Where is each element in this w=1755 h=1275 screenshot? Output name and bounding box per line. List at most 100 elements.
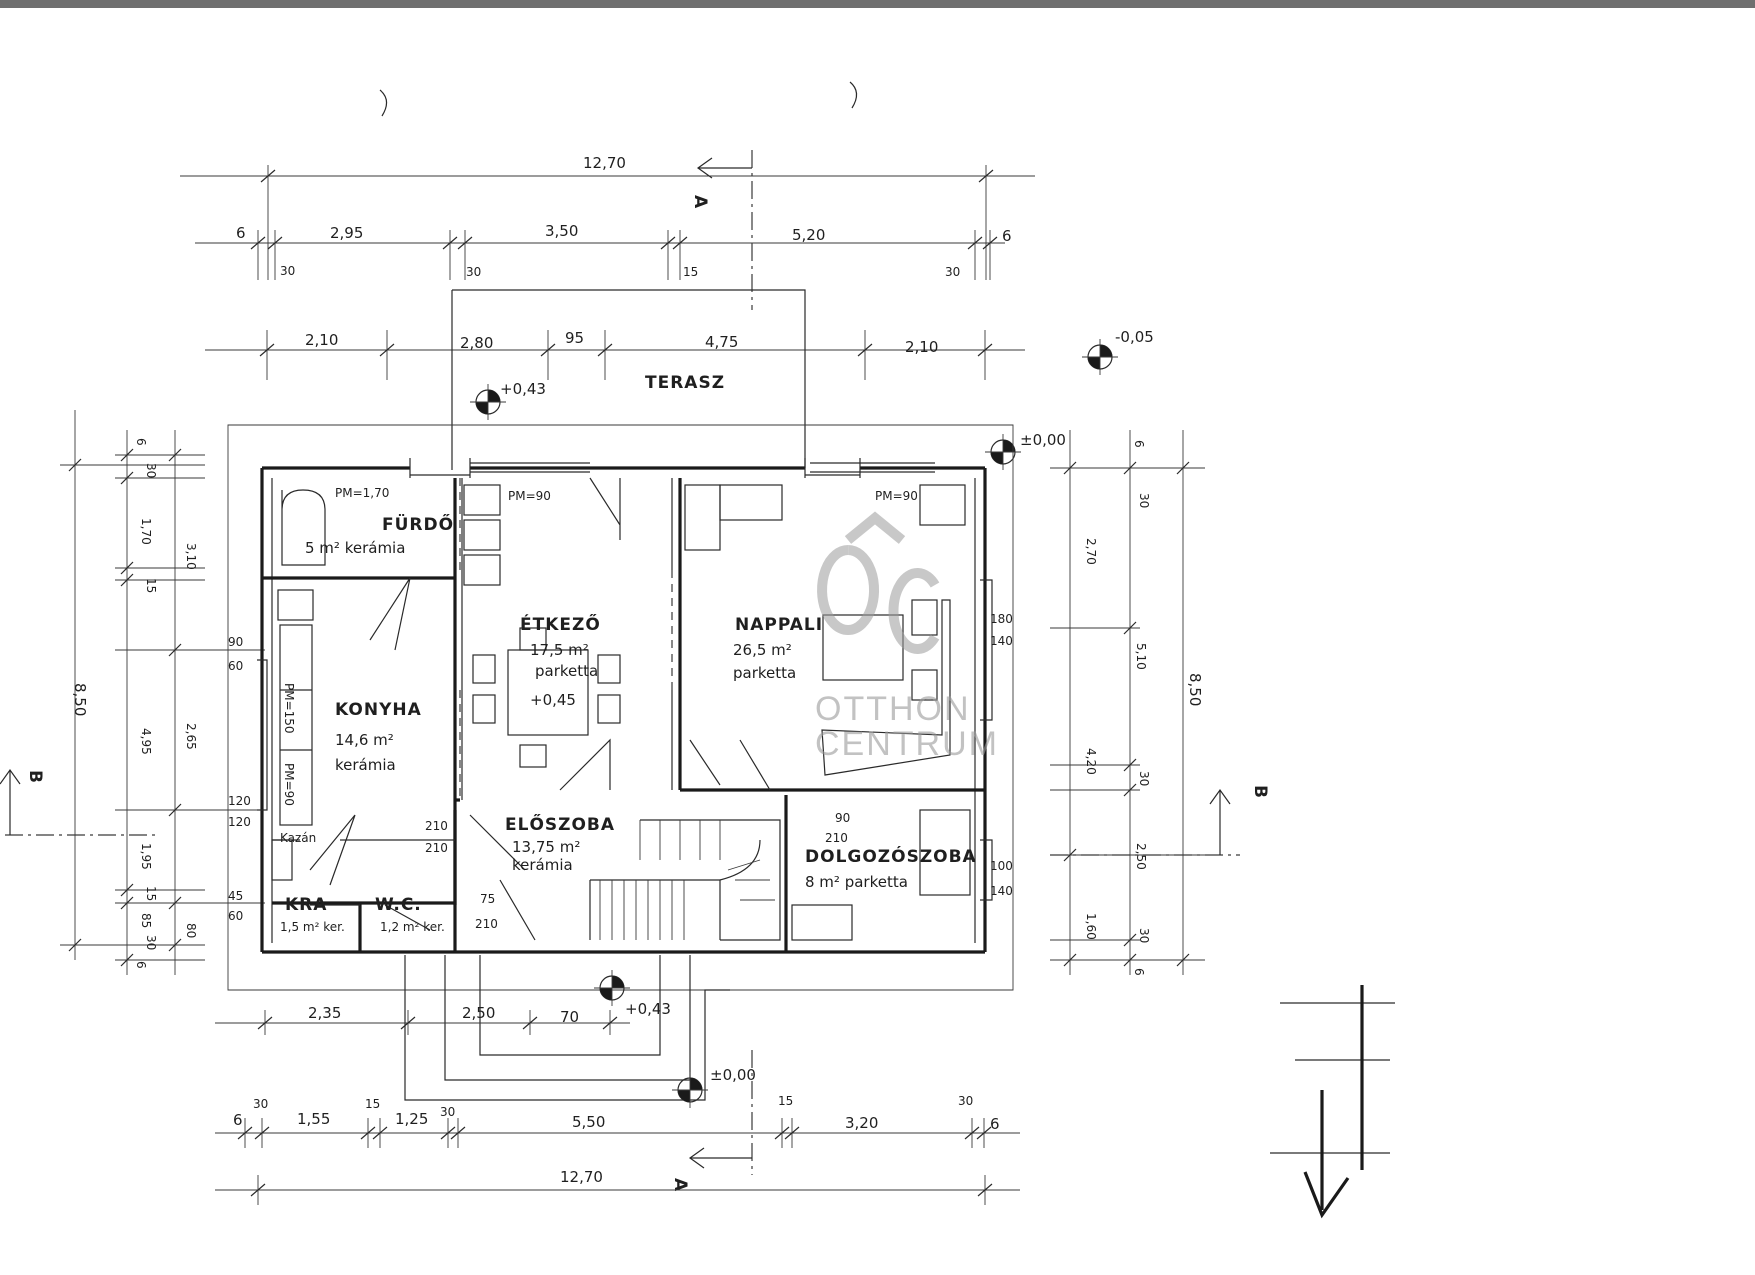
dim-left-1: 6 — [134, 438, 148, 446]
door-height-1: 210 — [425, 819, 448, 833]
stairs — [589, 819, 781, 941]
window-nappali: PM=90 — [875, 489, 918, 503]
dim-right-4: 4,20 — [1084, 748, 1098, 775]
room-furdo-name: FÜRDŐ — [382, 513, 454, 535]
opening-dimensions: 90 60 120 120 45 60 180 140 100 140 210 … — [228, 612, 1013, 931]
room-kamra-name: KRA — [285, 895, 327, 915]
opening-right-2: 140 — [990, 634, 1013, 648]
terrace-level: +0,43 — [500, 380, 546, 398]
dim-top-4: 5,20 — [792, 226, 825, 244]
dim-top-wall-2: 30 — [466, 265, 481, 279]
room-konyha-floor: kerámia — [335, 756, 396, 774]
dim-right-mid-1: 5,10 — [1134, 643, 1148, 670]
room-etkezo-name: ÉTKEZŐ — [520, 613, 601, 635]
dim-left-overall: 8,50 — [71, 683, 89, 716]
dim-bottom-6: 30 — [440, 1105, 455, 1119]
dim-left-2: 30 — [144, 463, 158, 478]
punch-hole-right — [849, 81, 858, 109]
section-a-line: A A — [670, 150, 753, 1192]
level-ground-right: -0,05 — [1115, 328, 1154, 346]
dim-bottom-7: 5,50 — [572, 1113, 605, 1131]
dim-left-7: 15 — [144, 886, 158, 901]
room-etkezo-floor: parketta — [535, 662, 598, 680]
dim-bottom-2: 30 — [253, 1097, 268, 1111]
dim-right-8: 6 — [1132, 968, 1146, 976]
room-furdo-area: 5 m² kerámia — [305, 539, 405, 557]
right-dimensions: 6 30 2,70 4,20 30 1,60 30 6 5,10 2,50 8,… — [1050, 430, 1205, 976]
level-mark-right: -0,05 ±0,00 — [985, 328, 1154, 470]
dim-left-9: 30 — [144, 935, 158, 950]
door-height-2: 210 — [425, 841, 448, 855]
door-height-5: 90 — [835, 811, 850, 825]
section-b-right: B — [1050, 785, 1270, 856]
furniture — [271, 484, 971, 941]
doors — [309, 477, 771, 941]
dim-top-2: 2,95 — [330, 224, 363, 242]
dim-left-mid-2: 2,65 — [184, 723, 198, 750]
room-etkezo-area: 17,5 m² — [530, 641, 589, 659]
opening-left-5: 45 — [228, 889, 243, 903]
dim-top2-5: 2,10 — [905, 338, 938, 356]
dim-top2-1: 2,10 — [305, 331, 338, 349]
window-konyha-2: PM=90 — [282, 763, 296, 806]
room-eloszoba-name: ELŐSZOBA — [505, 813, 615, 835]
watermark-line1: OTTHON — [815, 690, 971, 728]
dim-bottom2-3: 70 — [560, 1008, 579, 1026]
entrance-ground-level: ±0,00 — [710, 1066, 756, 1084]
level-reference-right: ±0,00 — [1020, 431, 1066, 449]
dim-left-mid-1: 3,10 — [184, 543, 198, 570]
bottom-dimensions: 2,35 2,50 70 6 30 1,55 15 1,25 30 5,50 1… — [215, 1004, 1020, 1205]
room-labels: FÜRDŐ 5 m² kerámia KONYHA 14,6 m² kerámi… — [280, 513, 977, 934]
window-furdo: PM=1,70 — [335, 486, 389, 500]
door-height-6: 210 — [825, 831, 848, 845]
dim-left-6: 1,95 — [139, 843, 153, 870]
room-nappali-name: NAPPALI — [735, 615, 823, 635]
dim-top-5: 6 — [1002, 227, 1012, 245]
room-eloszoba-area: 13,75 m² — [512, 838, 580, 856]
dim-right-mid-2: 2,50 — [1134, 843, 1148, 870]
room-konyha-area: 14,6 m² — [335, 731, 394, 749]
room-wc-area: 1,2 m² ker. — [380, 920, 445, 934]
dim-right-2: 30 — [1137, 493, 1151, 508]
section-b-left: B — [0, 768, 160, 836]
dim-left-10: 6 — [134, 961, 148, 969]
dim-top2-3: 95 — [565, 329, 584, 347]
dim-bottom-3: 1,55 — [297, 1110, 330, 1128]
top-dimensions: 12,70 6 2,95 3,50 5,20 6 30 30 15 30 2,1… — [180, 154, 1035, 380]
dim-right-7: 30 — [1137, 928, 1151, 943]
dim-bottom2-2: 2,50 — [462, 1004, 495, 1022]
dim-left-4: 15 — [144, 578, 158, 593]
dim-bottom-8: 15 — [778, 1094, 793, 1108]
opening-left-4: 120 — [228, 815, 251, 829]
dim-top-overall: 12,70 — [583, 154, 626, 172]
dim-right-6: 1,60 — [1084, 913, 1098, 940]
dim-left-8: 85 — [139, 913, 153, 928]
dim-top-wall-3: 15 — [683, 265, 698, 279]
dim-bottom-10: 30 — [958, 1094, 973, 1108]
dim-bottom2-1: 2,35 — [308, 1004, 341, 1022]
north-arrow-icon — [1270, 985, 1395, 1219]
opening-right-3: 100 — [990, 859, 1013, 873]
dim-left-mid-3: 80 — [184, 923, 198, 938]
room-konyha-name: KONYHA — [335, 700, 422, 720]
dim-right-3: 2,70 — [1084, 538, 1098, 565]
opening-right-1: 180 — [990, 612, 1013, 626]
opening-left-6: 60 — [228, 909, 243, 923]
watermark-line2: CENTRUM — [815, 725, 999, 763]
window-labels: PM=1,70 PM=90 PM=90 PM=150 PM=90 — [282, 486, 918, 806]
scan-top-edge — [0, 0, 1755, 8]
opening-left-3: 120 — [228, 794, 251, 808]
dim-right-overall: 8,50 — [1186, 673, 1204, 706]
dim-bottom-9: 3,20 — [845, 1114, 878, 1132]
dim-bottom-11: 6 — [990, 1115, 1000, 1133]
door-height-3: 75 — [480, 892, 495, 906]
opening-left-1: 90 — [228, 635, 243, 649]
entrance: +0,43 ±0,00 — [404, 955, 756, 1108]
section-b-right-label: B — [1250, 785, 1270, 799]
room-wc-name: W.C. — [375, 895, 422, 915]
dim-left-3: 1,70 — [139, 518, 153, 545]
room-etkezo-level: +0,45 — [530, 691, 576, 709]
room-dolgozoszoba-name: DOLGOZÓSZOBA — [805, 845, 977, 867]
dim-top2-4: 4,75 — [705, 333, 738, 351]
